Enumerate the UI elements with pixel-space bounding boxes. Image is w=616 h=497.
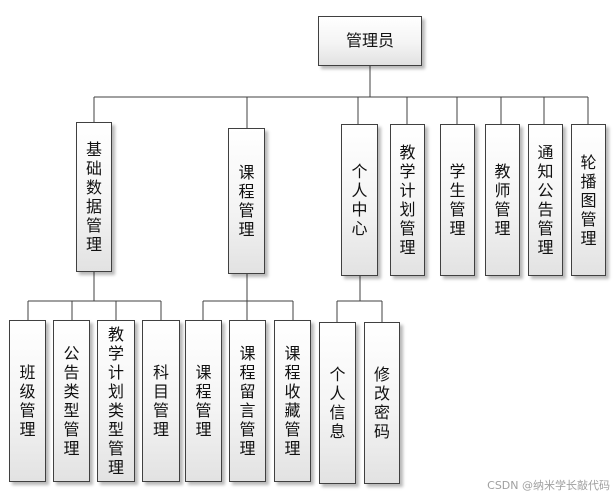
node-teaching-plan-management: 教学计划管理 [390, 124, 425, 276]
node-notice-management: 通知公告管理 [528, 124, 563, 276]
node-notice-type-management: 公告类型管理 [53, 320, 90, 482]
node-course-comment-management: 课程留言管理 [229, 320, 266, 482]
node-label: 教师管理 [494, 162, 511, 238]
node-label: 课程留言管理 [239, 344, 256, 458]
node-class-management: 班级管理 [9, 320, 46, 482]
node-basic-data-management: 基础数据管理 [76, 122, 112, 272]
node-label: 个人中心 [351, 162, 368, 238]
node-label: 修改密码 [373, 365, 390, 441]
root-node-label: 管理员 [345, 31, 394, 50]
node-label: 学生管理 [449, 162, 466, 238]
node-label: 教学计划类型管理 [107, 325, 124, 477]
node-change-password: 修改密码 [364, 322, 400, 484]
node-carousel-management: 轮播图管理 [571, 124, 606, 276]
node-label: 基础数据管理 [85, 140, 102, 254]
node-label: 通知公告管理 [537, 143, 554, 257]
root-node-admin: 管理员 [318, 16, 422, 66]
node-personal-center: 个人中心 [341, 124, 378, 276]
node-label: 教学计划管理 [399, 143, 416, 257]
node-label: 个人信息 [329, 365, 346, 441]
node-course-sub-management: 课程管理 [185, 320, 222, 482]
node-label: 公告类型管理 [63, 344, 80, 458]
node-teacher-management: 教师管理 [485, 124, 520, 276]
node-student-management: 学生管理 [440, 124, 475, 276]
node-teaching-plan-type-management: 教学计划类型管理 [97, 320, 135, 482]
node-label: 课程收藏管理 [284, 344, 301, 458]
node-subject-management: 科目管理 [142, 320, 180, 482]
node-label: 轮播图管理 [580, 152, 597, 248]
node-label: 科目管理 [152, 363, 169, 439]
node-personal-info: 个人信息 [319, 322, 356, 484]
node-course-management: 课程管理 [228, 128, 265, 274]
node-course-favorite-management: 课程收藏管理 [274, 320, 311, 482]
watermark: CSDN @纳米学长敲代码 [487, 479, 610, 492]
node-label: 课程管理 [238, 163, 255, 239]
node-label: 课程管理 [195, 363, 212, 439]
node-label: 班级管理 [19, 363, 36, 439]
